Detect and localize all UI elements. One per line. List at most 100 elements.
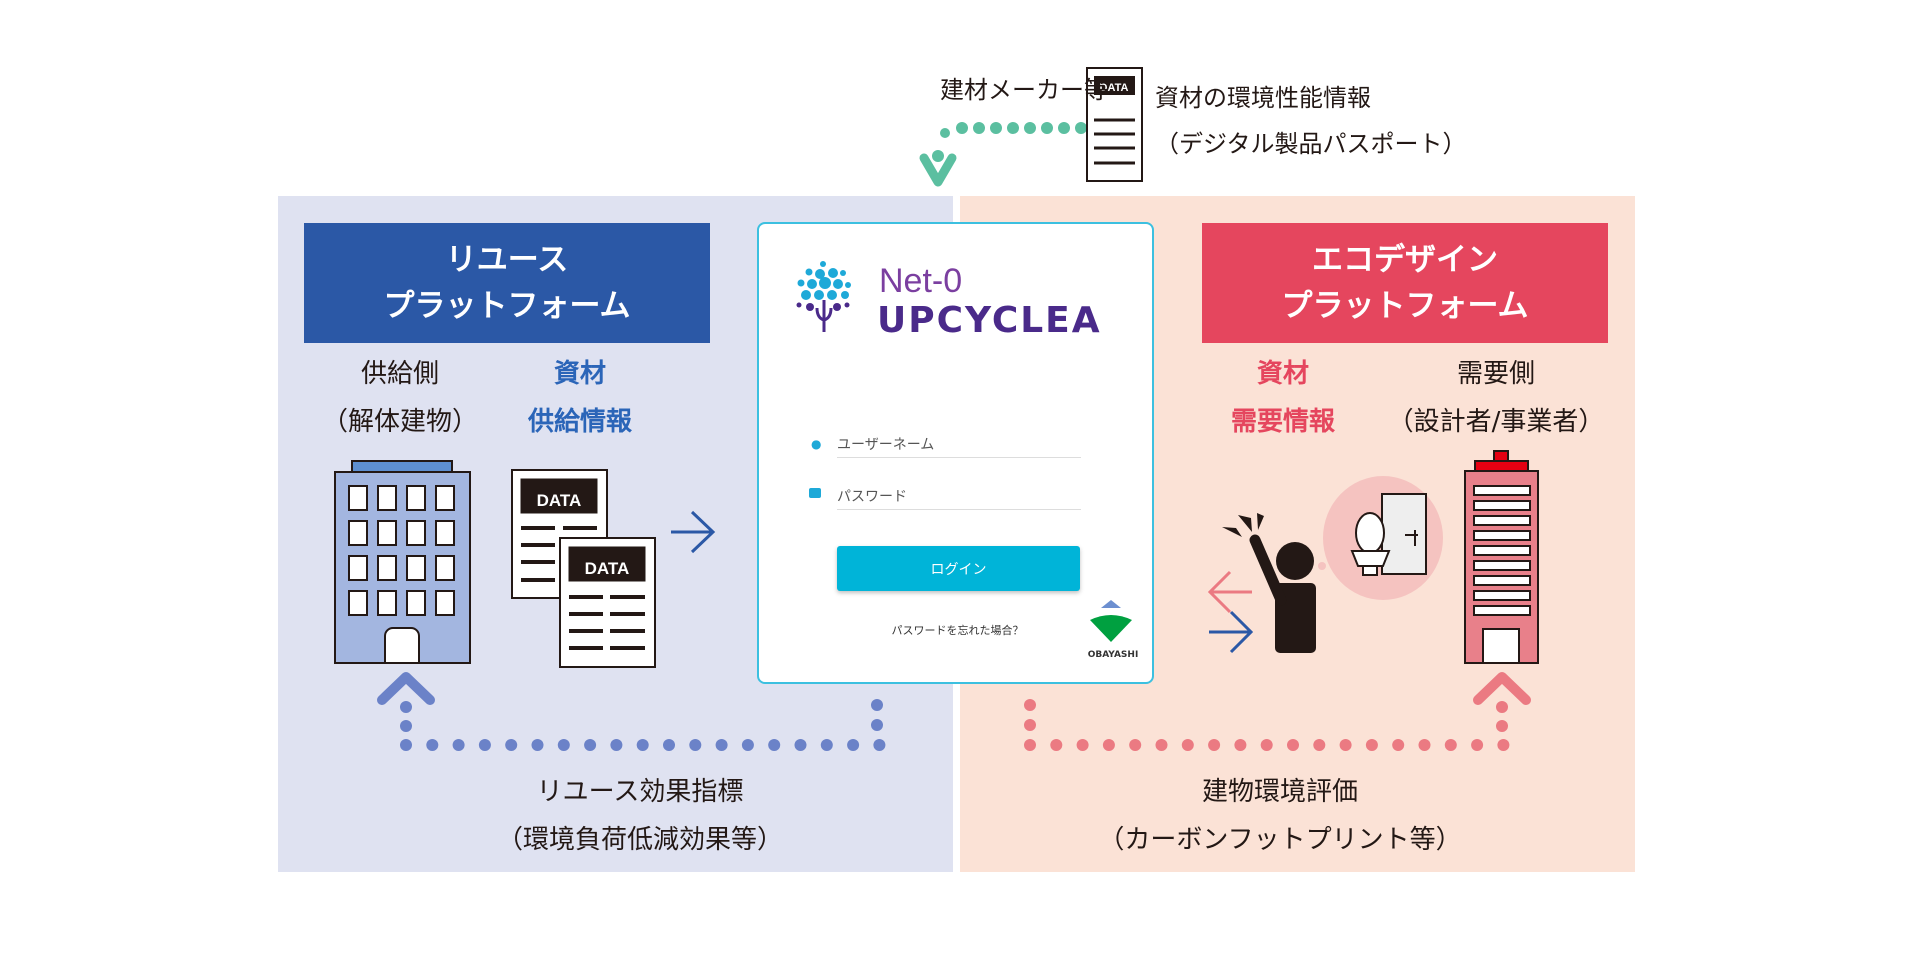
forgot-password-link[interactable]: パスワードを忘れた場合？	[891, 624, 1024, 637]
building-window	[1473, 605, 1531, 616]
building-window	[1473, 515, 1531, 526]
connector-dot	[1287, 739, 1299, 751]
obayashi-logo-icon	[1090, 600, 1132, 642]
environmental-info-label: 資材の環境性能情報 （デジタル製品パスポート）	[1155, 75, 1467, 167]
label-line: （カーボンフットプリント等）	[1098, 825, 1462, 855]
connector-dot	[1365, 739, 1378, 751]
password-input[interactable]: パスワード	[837, 486, 1081, 510]
doc-badge-2: DATA	[585, 559, 630, 578]
label-line: 需要情報	[1230, 407, 1335, 437]
connector-dot	[531, 739, 544, 751]
label-line: 資材	[1256, 359, 1309, 389]
connector-dot	[715, 739, 728, 751]
connector-dot	[1496, 701, 1508, 713]
building-window	[1473, 500, 1531, 511]
connector-dot	[1339, 739, 1352, 751]
connector-dot	[584, 739, 597, 751]
connector-dot	[452, 739, 465, 751]
arrow-right-icon	[671, 510, 716, 554]
label-line: （環境負荷低減効果等）	[496, 825, 783, 855]
top-doc-badge: DATA	[1100, 82, 1129, 94]
top-data-document-icon	[1086, 67, 1143, 182]
connector-dot	[1260, 739, 1273, 751]
person-raising-hand-icon	[1222, 513, 1316, 653]
reuse-effect-label: リユース効果指標 （環境負荷低減効果等）	[460, 768, 820, 864]
connector-dot	[478, 739, 491, 751]
thought-cloud-toilet-icon	[1318, 476, 1443, 600]
connector-dot	[1024, 699, 1036, 711]
connector-dot	[505, 739, 518, 751]
logo-net0-text: Net-0	[879, 262, 963, 300]
connector-dot	[820, 739, 833, 751]
supply-data-documents-icon	[511, 469, 656, 668]
red-dotted-connector	[1024, 699, 1510, 751]
connector-dot	[400, 720, 412, 732]
reuse-platform-header: リユース プラットフォーム	[304, 223, 710, 343]
supply-side-label: 供給側 （解体建物）	[310, 350, 490, 446]
label-line: （解体建物）	[321, 407, 478, 437]
demand-side-label: 需要側 （設計者/事業者）	[1386, 350, 1606, 446]
arrow-right-blue-icon	[1209, 610, 1254, 654]
building-assessment-label: 建物環境評価 （カーボンフットプリント等）	[1080, 768, 1480, 864]
connector-dot	[741, 739, 754, 751]
label-line: リユース効果指標	[536, 777, 744, 807]
connector-dot	[871, 699, 883, 711]
label-line: （デジタル製品パスポート）	[1155, 130, 1467, 158]
blue-chevron-up-icon	[377, 672, 435, 705]
connector-dot	[1392, 739, 1405, 751]
header-line: プラットフォーム	[1281, 288, 1529, 324]
login-card: Net-0 UPCYCLEA ● ユーザーネーム パスワード ログイン パスワー…	[757, 222, 1154, 684]
header-line: リユース	[445, 242, 569, 278]
label-line: 供給情報	[527, 407, 632, 437]
connector-dot	[1102, 739, 1115, 751]
connector-dot	[400, 739, 412, 751]
connector-dot	[768, 739, 781, 751]
label-line: 資材の環境性能情報	[1155, 84, 1371, 112]
header-line: プラットフォーム	[383, 288, 631, 324]
connector-dot	[1497, 739, 1510, 751]
blue-dotted-connector	[400, 699, 886, 751]
material-supply-info-label: 資材 供給情報	[510, 350, 650, 446]
teal-chevron-down-icon	[919, 153, 957, 187]
connector-dot	[400, 701, 412, 713]
connector-dot	[871, 719, 883, 731]
label-line: （設計者/事業者）	[1387, 407, 1605, 437]
label-line: 供給側	[360, 359, 439, 389]
upcyclea-tree-logo-icon	[796, 261, 851, 332]
building-window	[1473, 485, 1531, 496]
arrow-left-icon	[1207, 570, 1252, 614]
connector-dot	[1129, 739, 1142, 751]
doc-badge-1: DATA	[537, 491, 582, 510]
building-window	[1473, 560, 1531, 571]
material-demand-info-label: 資材 需要情報	[1213, 350, 1353, 446]
label-line: 需要側	[1456, 359, 1535, 389]
login-button[interactable]: ログイン	[837, 546, 1080, 591]
connector-dot	[1024, 719, 1036, 731]
connector-dot	[1208, 739, 1221, 751]
logo-upcyclea-text: UPCYCLEA	[877, 300, 1102, 341]
user-icon: ●	[811, 437, 822, 451]
connector-dot	[1234, 739, 1247, 751]
header-line: エコデザイン	[1312, 242, 1498, 278]
username-input[interactable]: ユーザーネーム	[837, 434, 1081, 458]
teal-dotted-connector	[932, 122, 1087, 162]
connector-dot	[426, 739, 439, 751]
label-line: 建物環境評価	[1201, 777, 1358, 807]
connector-dot	[636, 739, 649, 751]
connector-dot	[1418, 739, 1431, 751]
connector-dot	[1444, 739, 1457, 751]
client-building-icon	[1464, 450, 1539, 664]
connector-dot	[847, 739, 860, 751]
connector-dot	[1155, 739, 1168, 751]
ecodesign-platform-header: エコデザイン プラットフォーム	[1202, 223, 1608, 343]
connector-dot	[1181, 739, 1194, 751]
lock-icon	[809, 488, 821, 498]
red-chevron-up-icon	[1473, 672, 1531, 705]
building-window	[1473, 530, 1531, 541]
connector-dot	[557, 739, 570, 751]
connector-dot	[689, 739, 702, 751]
connector-dot	[1471, 739, 1484, 751]
label-line: 資材	[553, 359, 606, 389]
building-window	[1473, 545, 1531, 556]
